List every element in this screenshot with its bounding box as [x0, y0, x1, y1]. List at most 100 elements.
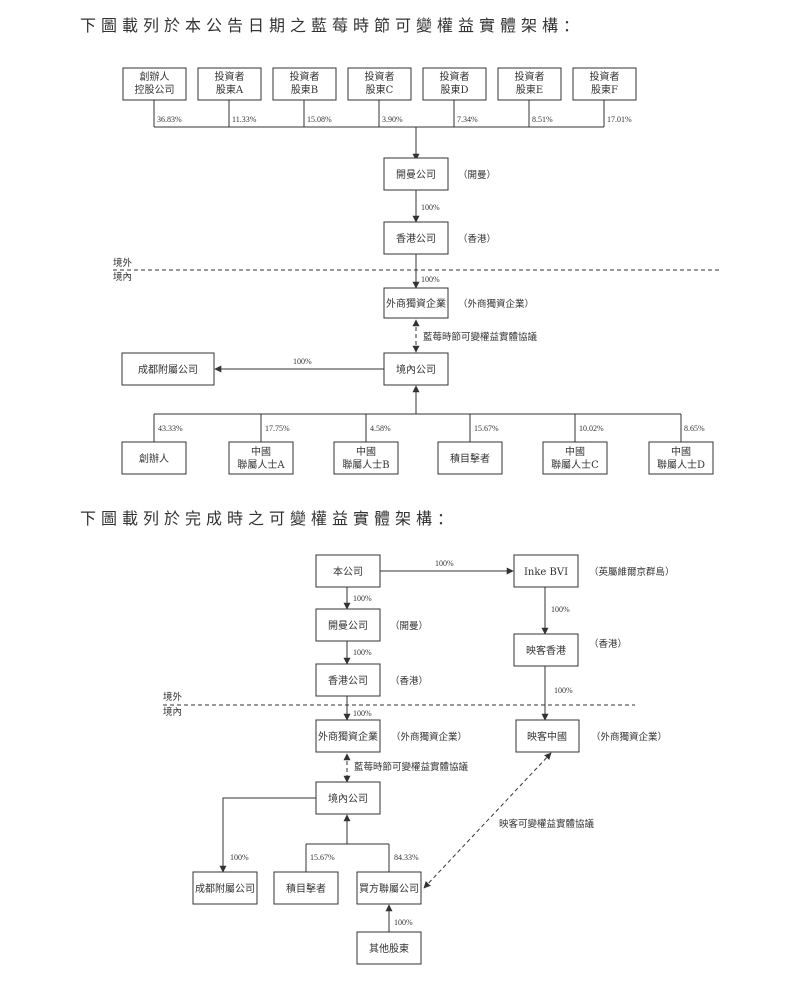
- pct-label: 8.51%: [532, 115, 553, 124]
- node-label: 聯屬人士C: [551, 458, 599, 471]
- cayman-node: 開曼公司 （開曼）: [383, 157, 496, 191]
- shareholder-node: 投資者 股東C: [347, 67, 412, 101]
- node-label: 聯屬人士A: [237, 458, 285, 471]
- node-label: 開曼公司: [396, 169, 436, 181]
- diagram-current: 創辦人 控股公司 投資者 股東A 投資者 股東B 投資者 股東C 投資者 股東D…: [113, 67, 720, 475]
- jurisdiction-note: （香港）: [589, 638, 627, 650]
- shareholder-node: 投資者 股東B: [272, 67, 337, 101]
- node-label: Inke BVI: [524, 567, 568, 578]
- node-label: 境內公司: [396, 363, 436, 376]
- node-label: 香港公司: [328, 675, 368, 687]
- shareholder-node: 投資者 股東D: [422, 67, 487, 101]
- cayman-node: 開曼公司 （開曼）: [315, 608, 428, 642]
- hk-node: 香港公司 （香港）: [315, 663, 428, 697]
- vie-agreement-label: 藍莓時節可變權益實體協議: [354, 761, 469, 773]
- pct-label: 100%: [421, 203, 440, 212]
- node-label: 股東D: [440, 83, 468, 96]
- jurisdiction-note: （外商獨資企業）: [458, 298, 534, 310]
- node-label: 中國: [565, 445, 585, 458]
- node-label: 投資者: [365, 70, 395, 83]
- node-label: 聯屬人士B: [342, 458, 389, 471]
- pct-label: 7.34%: [457, 115, 478, 124]
- inke-bvi-node: Inke BVI （英屬維爾京群島）: [513, 554, 675, 588]
- heading-completion-structure: 下圖載列於完成時之可變權益實體架構：: [80, 509, 459, 528]
- jimu-node: 積目擊者: [273, 871, 339, 905]
- offshore-label: 境外: [113, 257, 133, 269]
- node-label: 投資者: [440, 70, 470, 83]
- node-label: 投資者: [590, 70, 620, 83]
- node-label: 其他股東: [369, 942, 409, 955]
- diagram-completion: 本公司 100% Inke BVI （英屬維爾京群島） 100% 映客香港 （香…: [163, 554, 675, 965]
- shareholder-node: 投資者 股東F: [572, 67, 637, 101]
- node-label: 境內公司: [328, 792, 368, 805]
- pct-label: 100%: [353, 709, 372, 718]
- owner-node: 中國 聯屬人士A: [228, 441, 294, 475]
- node-label: 映客中國: [527, 730, 567, 743]
- pct-label: 100%: [551, 605, 570, 614]
- node-label: 積目擊者: [450, 452, 490, 465]
- pct-label: 8.65%: [684, 424, 705, 433]
- wfoe-node: 外商獨資企業 （外商獨資企業）: [383, 287, 534, 319]
- pct-label: 100%: [394, 918, 413, 927]
- node-label: 中國: [356, 445, 376, 458]
- pct-label: 100%: [230, 853, 249, 862]
- node-label: 投資者: [215, 70, 245, 83]
- node-label: 投資者: [290, 70, 320, 83]
- pct-label: 15.67%: [474, 424, 499, 433]
- owner-node: 中國 聯屬人士D: [648, 441, 714, 475]
- node-label: 積目擊者: [286, 882, 326, 895]
- node-label: 創辦人: [139, 452, 169, 465]
- node-label: 外商獨資企業: [318, 730, 378, 743]
- owner-node: 創辦人: [121, 441, 187, 475]
- node-label: 中國: [671, 445, 691, 458]
- node-label: 股東A: [216, 83, 244, 96]
- owner-connector: [305, 843, 390, 872]
- node-label: 股東F: [591, 83, 618, 96]
- pct-label: 100%: [353, 648, 372, 657]
- node-label: 外商獨資企業: [386, 297, 446, 310]
- buyer-affiliate-node: 買方聯屬公司: [356, 871, 422, 905]
- other-shareholders-node: 其他股東: [356, 931, 422, 965]
- owner-connector: [153, 413, 682, 442]
- onshore-label: 境內: [113, 271, 132, 283]
- shareholder-node: 創辦人 控股公司: [122, 67, 187, 101]
- domestic-company-node: 境內公司: [383, 352, 449, 386]
- pct-label: 17.01%: [607, 115, 632, 124]
- heading-current-structure: 下圖載列於本公告日期之藍莓時節可變權益實體架構：: [80, 16, 585, 35]
- node-label: 投資者: [515, 70, 545, 83]
- inke-china-node: 映客中國 （外商獨資企業）: [515, 719, 667, 753]
- onshore-label: 境內: [163, 706, 182, 718]
- pct-label: 15.67%: [310, 853, 335, 862]
- pct-label: 4.58%: [370, 424, 391, 433]
- pct-label: 100%: [421, 275, 440, 284]
- pct-label: 43.33%: [158, 424, 183, 433]
- pct-label: 100%: [353, 594, 372, 603]
- owner-node: 中國 聯屬人士C: [542, 441, 608, 475]
- pct-label: 3.90%: [382, 115, 403, 124]
- owner-node: 中國 聯屬人士B: [333, 441, 399, 475]
- jurisdiction-note: （開曼）: [458, 169, 496, 181]
- node-label: 買方聯屬公司: [359, 882, 419, 895]
- wfoe-node: 外商獨資企業 （外商獨資企業）: [315, 719, 467, 753]
- pct-label: 11.33%: [232, 115, 257, 124]
- ownership-arrow: [219, 797, 316, 873]
- inke-hk-node: 映客香港 （香港）: [513, 633, 627, 667]
- pct-label: 100%: [293, 357, 312, 366]
- shareholder-node: 投資者 股東A: [197, 67, 262, 101]
- jurisdiction-note: （開曼）: [390, 620, 428, 632]
- jurisdiction-note: （香港）: [390, 675, 428, 687]
- pct-label: 84.33%: [394, 853, 419, 862]
- node-label: 股東E: [516, 83, 543, 96]
- node-label: 本公司: [333, 565, 363, 578]
- vie-agreement-label: 藍莓時節可變權益實體協議: [423, 331, 538, 343]
- inke-vie-agreement-arrow: [423, 752, 552, 889]
- offshore-label: 境外: [163, 691, 183, 703]
- node-label: 股東B: [291, 83, 318, 96]
- node-label: 成都附屬公司: [138, 363, 198, 376]
- company-node: 本公司: [315, 554, 381, 588]
- node-label: 控股公司: [135, 83, 175, 96]
- pct-label: 100%: [554, 686, 573, 695]
- pct-label: 10.02%: [579, 424, 604, 433]
- node-label: 香港公司: [396, 233, 436, 245]
- pct-label: 17.75%: [265, 424, 290, 433]
